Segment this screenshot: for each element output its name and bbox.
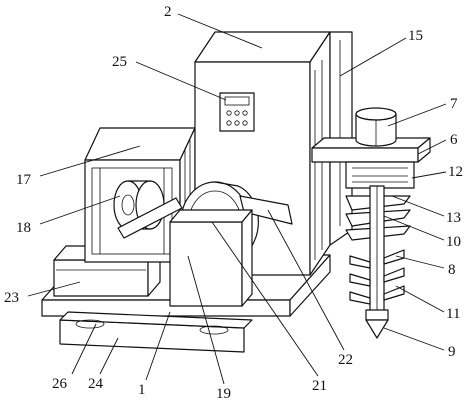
label-15: 15 xyxy=(408,28,423,44)
label-25: 25 xyxy=(112,54,127,70)
control-button-1 xyxy=(226,110,232,116)
drill-bit xyxy=(365,309,389,339)
control-button-3 xyxy=(242,110,248,116)
label-11: 11 xyxy=(446,306,460,322)
label-23: 23 xyxy=(4,290,19,306)
label-1: 1 xyxy=(138,382,146,398)
control-display xyxy=(224,96,250,106)
label-17: 17 xyxy=(16,172,32,188)
control-button-4 xyxy=(226,120,232,126)
label-13: 13 xyxy=(446,210,461,226)
label-21: 21 xyxy=(312,378,327,394)
label-24: 24 xyxy=(88,376,104,392)
label-2: 2 xyxy=(164,4,172,20)
label-8: 8 xyxy=(448,262,456,278)
label-10: 10 xyxy=(446,234,461,250)
drill-motor xyxy=(355,107,397,147)
leader-lines xyxy=(27,13,447,385)
label-6: 6 xyxy=(450,132,458,148)
label-18: 18 xyxy=(16,220,31,236)
label-19: 19 xyxy=(216,386,231,402)
label-12: 12 xyxy=(448,164,463,180)
control-button-6 xyxy=(242,120,248,126)
control-button-2 xyxy=(234,110,240,116)
drill-housing xyxy=(345,161,415,189)
reference-numerals: 2 15 25 7 6 12 17 13 18 10 8 23 11 9 22 … xyxy=(4,4,463,402)
cantilever-arm xyxy=(311,137,431,163)
bearing-block xyxy=(169,209,253,307)
label-9: 9 xyxy=(448,344,456,360)
label-22: 22 xyxy=(338,352,353,368)
control-panel xyxy=(219,92,255,132)
mounting-hole-left xyxy=(75,319,105,329)
control-button-5 xyxy=(234,120,240,126)
mounting-plate xyxy=(59,311,253,353)
label-26: 26 xyxy=(52,376,68,392)
transmission-belt xyxy=(117,195,293,239)
label-7: 7 xyxy=(450,96,458,112)
mounting-hole-right xyxy=(199,325,229,335)
